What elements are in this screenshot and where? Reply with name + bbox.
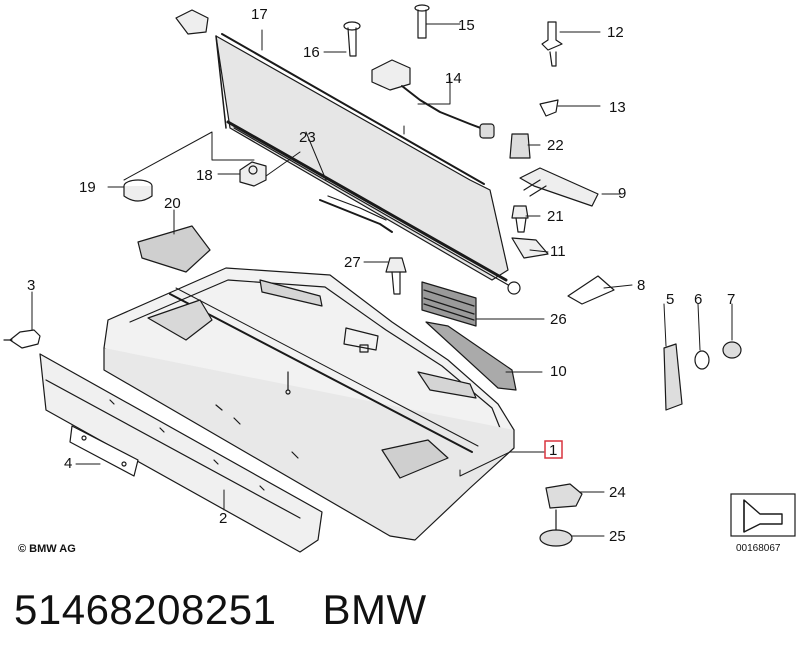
label-19: 19 xyxy=(79,179,96,196)
clip-21 xyxy=(511,205,529,233)
label-2: 2 xyxy=(219,510,227,527)
label-1: 1 xyxy=(549,442,557,459)
brand-name: BMW xyxy=(322,586,427,633)
copyright-text: © BMW AG xyxy=(18,543,76,555)
side-trim-strip xyxy=(39,353,323,553)
felt-pad-26 xyxy=(421,281,477,327)
part-caption: 51468208251 BMW xyxy=(14,586,427,634)
cover-20 xyxy=(137,225,211,273)
bracket-4 xyxy=(69,425,139,477)
label-27: 27 xyxy=(344,254,361,271)
label-7: 7 xyxy=(727,291,735,308)
label-5: 5 xyxy=(666,291,674,308)
label-16: 16 xyxy=(303,44,320,61)
label-9: 9 xyxy=(618,185,626,202)
roller-blind xyxy=(215,33,521,295)
label-8: 8 xyxy=(637,277,645,294)
reference-number: 00168067 xyxy=(736,543,781,554)
strip-10 xyxy=(425,321,517,391)
screw-16 xyxy=(343,21,361,57)
nut-7 xyxy=(722,341,742,359)
label-25: 25 xyxy=(609,528,626,545)
label-15: 15 xyxy=(458,17,475,34)
clip-13 xyxy=(539,99,559,117)
nut-18 xyxy=(239,161,267,187)
washer-6 xyxy=(694,350,710,370)
label-18: 18 xyxy=(196,167,213,184)
highlight-box-1 xyxy=(544,440,563,459)
label-3: 3 xyxy=(27,277,35,294)
label-22: 22 xyxy=(547,137,564,154)
label-20: 20 xyxy=(164,195,181,212)
label-21: 21 xyxy=(547,208,564,225)
label-14: 14 xyxy=(445,70,462,87)
part-number: 51468208251 xyxy=(14,586,277,633)
label-13: 13 xyxy=(609,99,626,116)
label-10: 10 xyxy=(550,363,567,380)
clip-3 xyxy=(3,329,41,349)
grommet-25 xyxy=(539,509,573,547)
cap-22 xyxy=(509,133,531,159)
parts-diagram: 1 2 3 4 5 6 7 8 9 10 11 12 13 14 15 16 1… xyxy=(3,4,796,555)
latch-17 xyxy=(175,9,209,35)
label-11: 11 xyxy=(550,243,566,260)
stud-27 xyxy=(385,257,407,295)
bracket-8 xyxy=(567,275,615,305)
label-6: 6 xyxy=(694,291,702,308)
label-24: 24 xyxy=(609,484,626,501)
label-26: 26 xyxy=(550,311,567,328)
label-23: 23 xyxy=(299,129,316,146)
part-labels: 1 2 3 4 5 6 7 8 9 10 11 12 13 14 15 16 1… xyxy=(27,6,735,545)
label-4: 4 xyxy=(64,455,72,472)
clip-12 xyxy=(541,21,563,67)
motor-14 xyxy=(371,59,495,139)
holder-11 xyxy=(511,237,549,259)
cap-24 xyxy=(545,483,583,509)
bolt-15 xyxy=(414,4,430,39)
cover-5 xyxy=(663,343,683,411)
leader-lines xyxy=(31,23,733,537)
label-17: 17 xyxy=(251,6,268,23)
reference-box xyxy=(730,493,796,537)
parcel-shelf xyxy=(103,267,515,541)
hinge-9 xyxy=(519,167,599,207)
label-12: 12 xyxy=(607,24,624,41)
grommet-19 xyxy=(123,179,153,202)
